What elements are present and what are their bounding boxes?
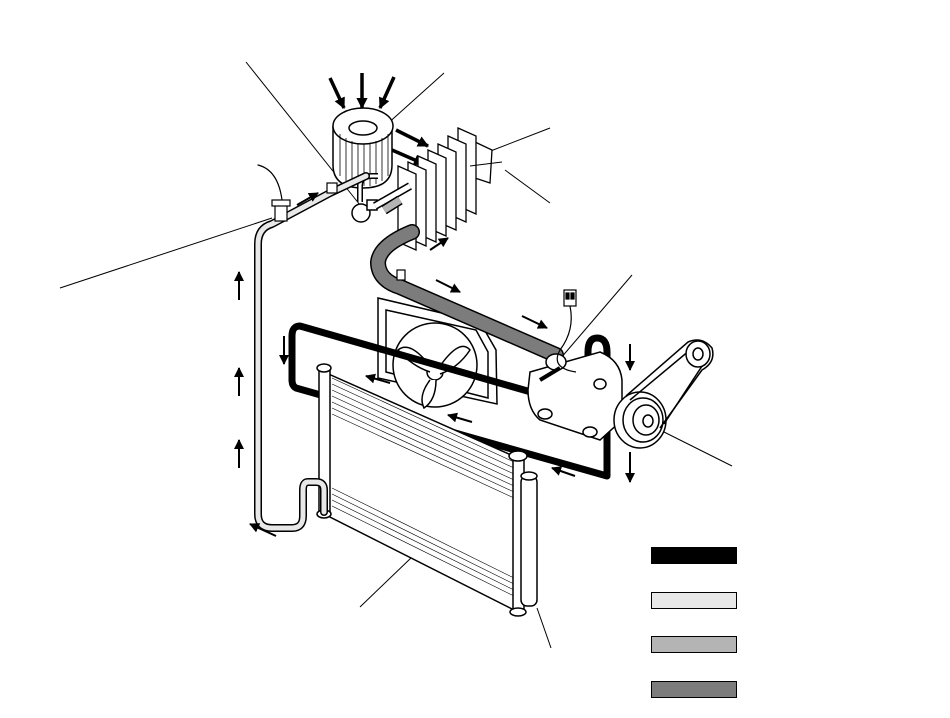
leader-evaporator	[487, 127, 551, 153]
leader-pressure-switch	[59, 217, 273, 289]
receiver-dryer	[520, 471, 538, 607]
legend-swatch-high-pressure-gas	[651, 547, 737, 564]
legend-swatch-low-pressure-liquid	[651, 636, 737, 653]
legend-swatch-high-pressure-liquid	[651, 592, 737, 609]
compressor-connector	[556, 289, 577, 373]
drive-belt	[625, 339, 714, 429]
low-pressure-liquid-line	[381, 195, 403, 215]
evaporator	[397, 126, 493, 252]
service-port-low	[396, 269, 406, 281]
condenser	[316, 363, 528, 617]
leader-blower	[384, 72, 445, 127]
air-intake-arrows	[328, 73, 396, 110]
thermistor-wire	[469, 161, 503, 167]
legend-swatch-low-pressure-gas	[651, 681, 737, 698]
magnetic-clutch	[613, 391, 667, 449]
leader-thermistor	[504, 169, 551, 204]
liquid-line	[254, 164, 370, 532]
leader-condenser	[359, 556, 413, 608]
flow-arrows	[234, 192, 635, 537]
leader-receiver	[536, 607, 552, 649]
pressure-switch	[271, 182, 338, 222]
suction-line	[370, 224, 564, 363]
leader-clutch	[655, 427, 733, 467]
compressor	[527, 351, 623, 441]
